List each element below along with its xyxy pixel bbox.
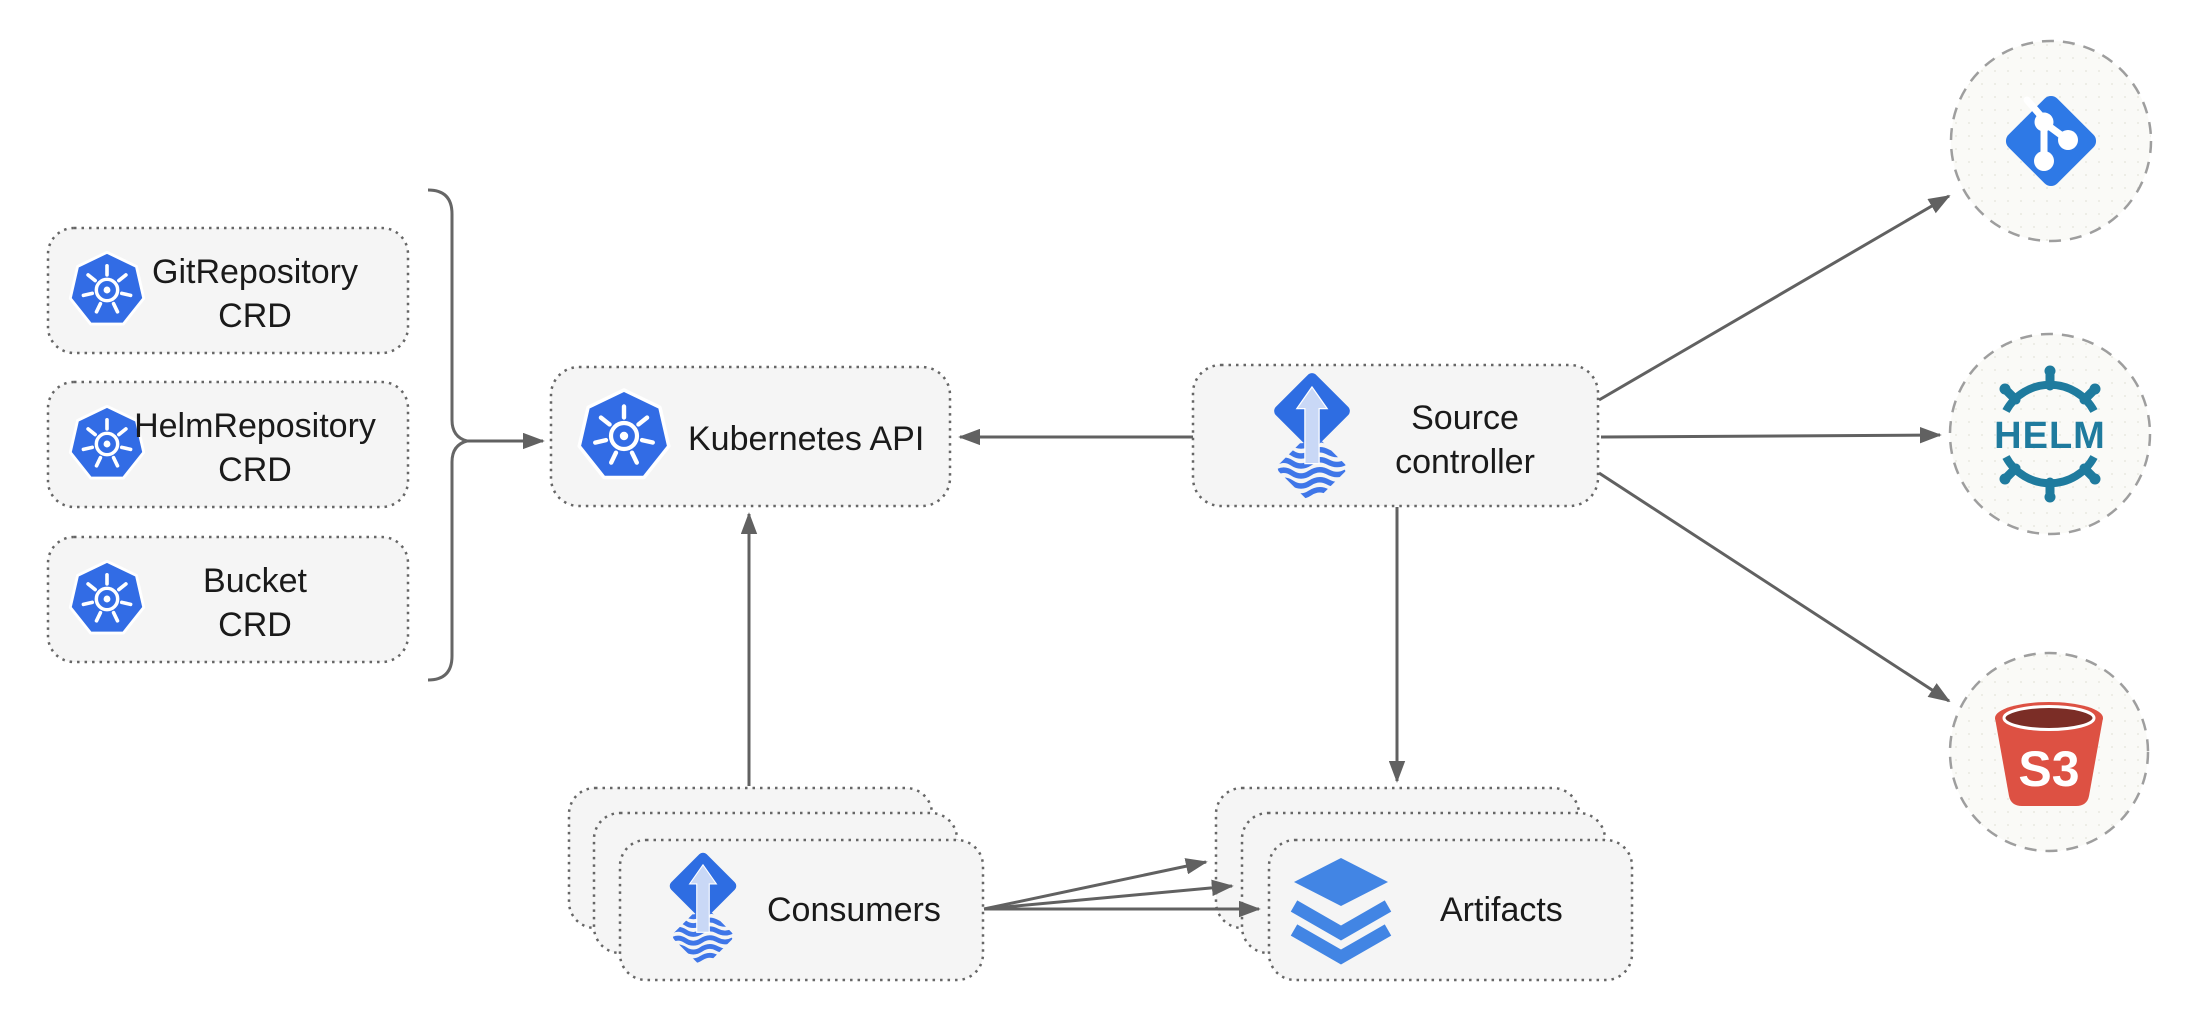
source-controller-label-line2: controller [1395, 443, 1535, 481]
helm-logo-text: HELM [1994, 415, 2106, 457]
crd-group-brace [427, 188, 473, 682]
crd-gitrepository-box [46, 226, 410, 355]
kubernetes-api-node: Kubernetes API [549, 365, 952, 508]
external-git-node [1949, 39, 2153, 243]
consumers-label: Consumers [767, 891, 941, 929]
crd-node-bucket: Bucket CRD [46, 535, 410, 664]
crd-bucket-box [46, 535, 410, 664]
s3-logo-text: S3 [2018, 741, 2079, 797]
arrow-source-controller-to-s3 [1598, 471, 1951, 703]
arrow-consumers-to-artifacts-1 [983, 858, 1208, 911]
crd-gitrepository-label-line2: CRD [218, 297, 292, 335]
external-helm-node: HELM [1948, 332, 2152, 536]
kubernetes-api-label: Kubernetes API [688, 420, 924, 458]
s3-bucket-icon: S3 [1995, 702, 2103, 806]
crd-bucket-label-line2: CRD [218, 606, 292, 644]
artifacts-node: Artifacts [1214, 786, 1634, 982]
consumers-node: Consumers [567, 786, 985, 982]
git-icon [2005, 95, 2097, 187]
source-controller-label-line1: Source [1411, 399, 1519, 437]
crd-node-gitrepository: GitRepository CRD [46, 226, 410, 355]
helm-icon: HELM [1994, 365, 2106, 503]
crd-bucket-label-line1: Bucket [203, 562, 307, 600]
arrow-consumers-to-artifacts-2 [983, 879, 1234, 911]
artifacts-label: Artifacts [1440, 891, 1563, 929]
arrow-source-controller-to-helm [1600, 426, 1942, 444]
helm-circle [1948, 332, 2152, 536]
crd-node-helmrepository: HelmRepository CRD [46, 380, 410, 509]
crd-helmrepository-label-line2: CRD [218, 451, 292, 489]
connectors [467, 194, 1951, 918]
crd-helmrepository-box [46, 380, 410, 509]
crd-helmrepository-label-line1: HelmRepository [134, 407, 376, 445]
arrow-source-controller-to-git [1598, 194, 1951, 402]
source-controller-node: Source controller [1191, 363, 1600, 508]
crd-gitrepository-label-line1: GitRepository [152, 253, 358, 291]
external-s3-node: S3 [1948, 651, 2150, 853]
source-controller-box [1191, 363, 1600, 508]
